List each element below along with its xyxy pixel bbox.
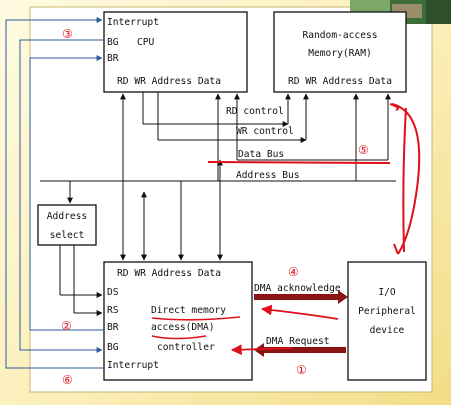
annotation-ack-arrow bbox=[260, 304, 339, 320]
cpu-bg-label: BG bbox=[107, 37, 119, 48]
annotation-data-bus-line bbox=[207, 161, 391, 164]
dma-bg-label: BG bbox=[107, 342, 119, 353]
cpu-br-label: BR bbox=[107, 53, 119, 64]
address-select-line2: select bbox=[50, 230, 85, 241]
rd-control-label: RD control bbox=[226, 106, 284, 117]
bg-link bbox=[19, 39, 104, 353]
dma-bus-labels: RD WR Address Data bbox=[117, 268, 221, 279]
address-select-line1: Address bbox=[47, 211, 87, 222]
interrupt-link bbox=[5, 17, 104, 369]
rd-control-line bbox=[142, 92, 291, 127]
underline-direct-memory bbox=[151, 316, 241, 321]
io-title-2: Peripheral bbox=[358, 306, 416, 317]
address-select-links bbox=[59, 245, 103, 316]
annotation-3: ③ bbox=[62, 27, 73, 41]
dma-title-1: Direct memory bbox=[151, 305, 226, 316]
wr-control-line bbox=[157, 92, 309, 143]
data-bus-line bbox=[234, 93, 391, 161]
annotation-bracket bbox=[389, 103, 421, 255]
cpu-box bbox=[103, 11, 248, 93]
cpu-interrupt-label: Interrupt bbox=[107, 17, 159, 28]
io-title-1: I/O bbox=[378, 287, 396, 298]
annotation-5: ⑤ bbox=[358, 143, 369, 157]
dma-ds-label: DS bbox=[107, 287, 119, 298]
dma-bus-connections bbox=[120, 93, 223, 261]
wr-control-label: WR control bbox=[236, 126, 294, 137]
dma-request-label: DMA Request bbox=[266, 336, 330, 347]
dma-title-3: controller bbox=[157, 342, 215, 353]
ram-title-2: Memory(RAM) bbox=[308, 48, 372, 59]
dma-acknowledge-arrow bbox=[254, 290, 348, 304]
underline-access bbox=[151, 335, 207, 340]
cpu-bus-labels: RD WR Address Data bbox=[117, 76, 221, 87]
io-device-box bbox=[347, 261, 427, 381]
dma-title-2: access(DMA) bbox=[151, 322, 215, 333]
dma-ack-label: DMA acknowledge bbox=[254, 283, 341, 294]
data-bus-label: Data Bus bbox=[238, 149, 284, 160]
annotation-2: ② bbox=[61, 319, 72, 333]
ram-title-1: Random-access bbox=[302, 30, 377, 41]
annotation-req-arrow bbox=[230, 344, 293, 356]
dma-br-label: BR bbox=[107, 322, 119, 333]
address-bus-label: Address Bus bbox=[236, 170, 300, 181]
annotation-1: ① bbox=[296, 363, 307, 377]
ram-box bbox=[273, 11, 407, 93]
dma-interrupt-label: Interrupt bbox=[107, 360, 159, 371]
annotation-4: ④ bbox=[288, 265, 299, 279]
dma-controller-box bbox=[103, 261, 253, 381]
cpu-title: CPU bbox=[137, 37, 155, 48]
io-title-3: device bbox=[370, 325, 405, 336]
annotation-6: ⑥ bbox=[62, 373, 73, 387]
br-link bbox=[29, 55, 104, 331]
dma-rs-label: RS bbox=[107, 305, 119, 316]
ram-bus-labels: RD WR Address Data bbox=[288, 76, 392, 87]
address-select-box bbox=[37, 204, 97, 246]
